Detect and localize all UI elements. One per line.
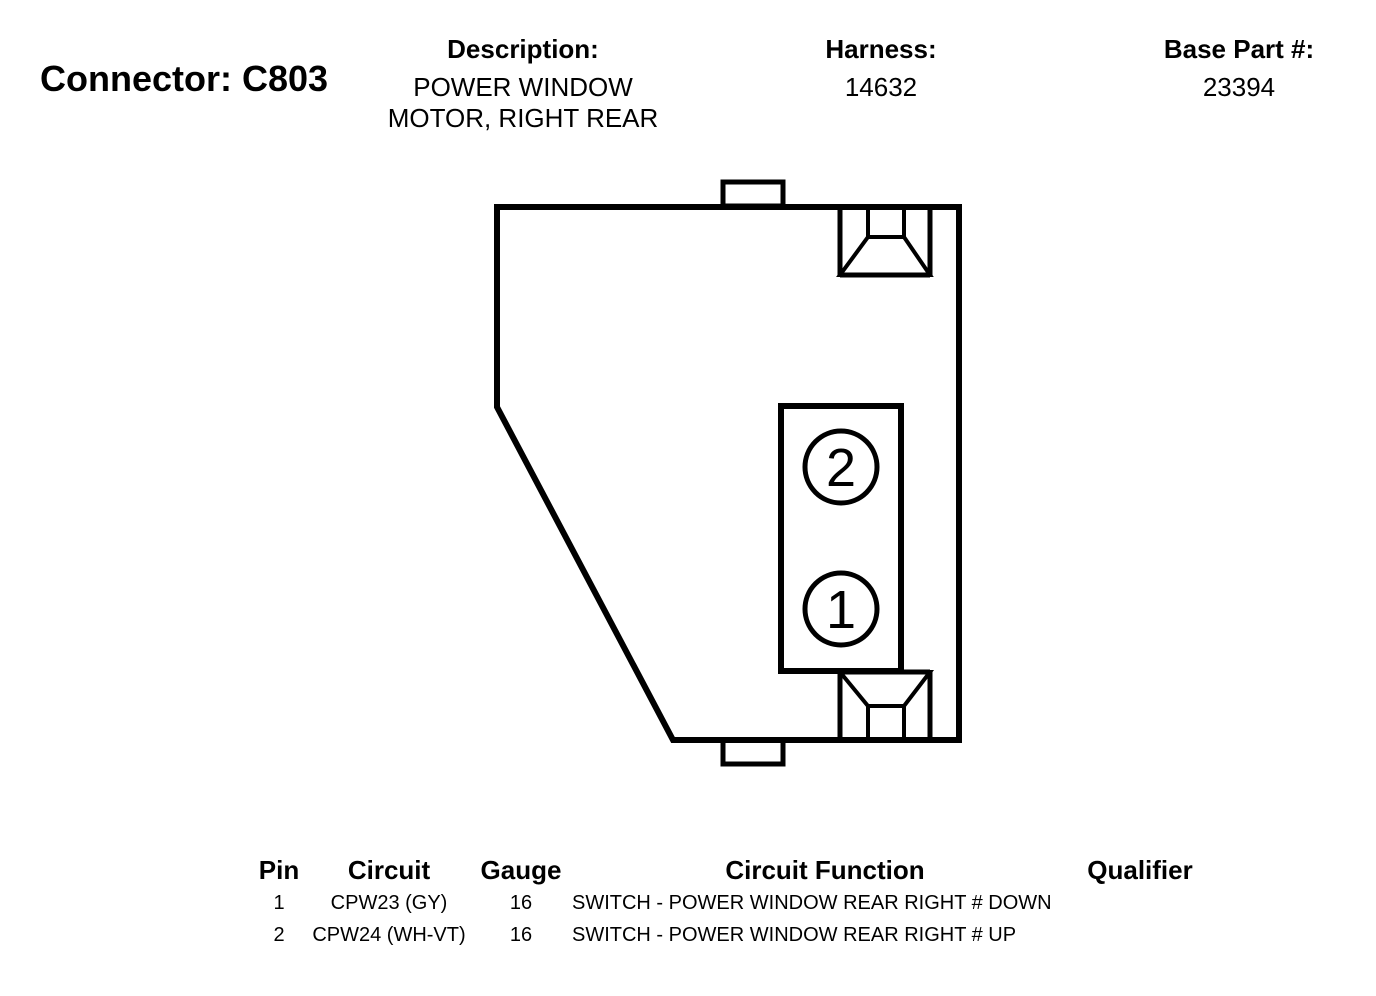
table-header-circuit: Circuit bbox=[347, 855, 431, 885]
table-header-gauge: Gauge bbox=[480, 855, 562, 885]
base-part-value: 23394 bbox=[1202, 72, 1276, 102]
pin-2-circle bbox=[802, 428, 880, 506]
pin-cavity-housing bbox=[778, 403, 904, 674]
bottom-key-feature bbox=[835, 669, 935, 740]
base-part-label: Base Part #: bbox=[1163, 34, 1315, 64]
description-value: POWER WINDOW MOTOR, RIGHT REAR bbox=[353, 72, 693, 134]
pin-1-circle bbox=[802, 570, 880, 648]
harness-value: 14632 bbox=[844, 72, 918, 102]
row-2-pin: 2 bbox=[273, 924, 285, 946]
connector-body-outline bbox=[494, 204, 962, 743]
row-2-function: SWITCH - POWER WINDOW REAR RIGHT # UP bbox=[572, 924, 1017, 946]
description-line-1: POWER WINDOW bbox=[413, 72, 633, 102]
row-2-gauge: 16 bbox=[509, 924, 533, 946]
table-header-qualifier: Qualifier bbox=[1087, 855, 1193, 885]
row-2-circuit: CPW24 (WH-VT) bbox=[312, 924, 466, 946]
row-1-gauge: 16 bbox=[509, 892, 533, 914]
description-line-2: MOTOR, RIGHT REAR bbox=[387, 103, 659, 133]
row-1-circuit: CPW23 (GY) bbox=[330, 892, 448, 914]
description-label: Description: bbox=[447, 34, 599, 64]
bottom-latch-tab bbox=[720, 737, 786, 767]
row-1-function: SWITCH - POWER WINDOW REAR RIGHT # DOWN bbox=[572, 892, 1052, 914]
top-key-feature bbox=[836, 207, 934, 278]
table-header-pin: Pin bbox=[258, 855, 300, 885]
pin-2-label: 2 bbox=[826, 438, 856, 498]
connector-title: Connector: C803 bbox=[40, 58, 329, 99]
harness-label: Harness: bbox=[825, 34, 937, 64]
pin-1-label: 1 bbox=[826, 580, 856, 640]
top-latch-tab bbox=[720, 179, 786, 209]
row-1-pin: 1 bbox=[273, 892, 285, 914]
table-header-function: Circuit Function bbox=[725, 855, 925, 885]
